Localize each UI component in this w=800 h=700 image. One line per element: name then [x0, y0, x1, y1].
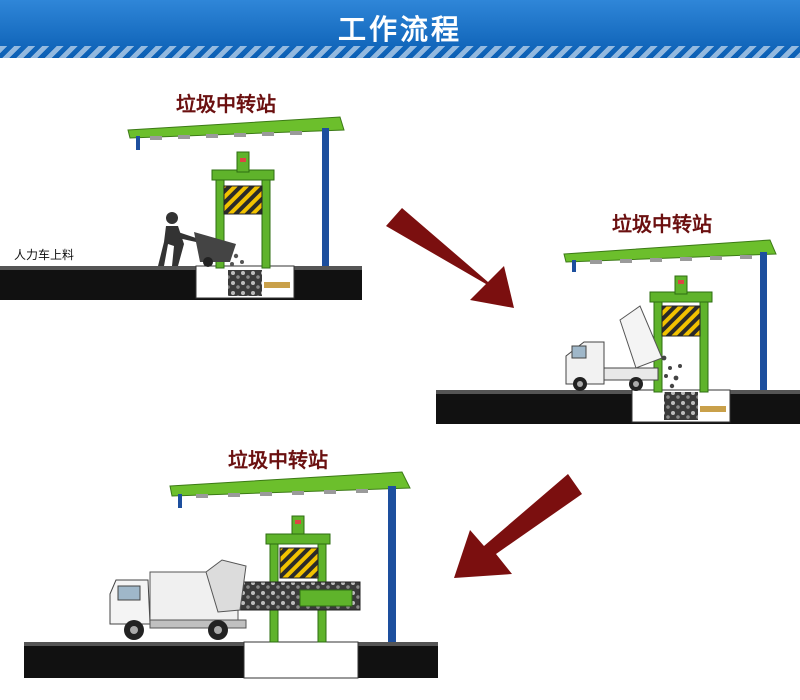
press-head-3	[279, 547, 319, 579]
light-row-2	[590, 255, 752, 264]
falling-trash-2	[661, 355, 682, 389]
roof-post-1	[136, 136, 140, 150]
column-1	[322, 128, 329, 268]
worker-with-cart-icon	[158, 212, 236, 267]
compactor-truck-icon	[109, 559, 247, 640]
cylinder-2	[674, 275, 688, 295]
mini-truck-icon	[565, 305, 663, 391]
station-label-3: 垃圾中转站	[228, 448, 328, 472]
pit-3	[243, 641, 359, 679]
press-head-2	[661, 305, 701, 337]
roof-post-2	[572, 260, 576, 272]
garbage-bin-2	[664, 392, 698, 420]
cylinder-cap-2	[678, 280, 684, 284]
road-1-edge	[0, 266, 362, 270]
frame-right-2	[699, 293, 709, 393]
station-label-1: 垃圾中转站	[176, 92, 276, 116]
road-2	[436, 390, 800, 424]
road-3-edge	[24, 642, 438, 646]
roof-3	[169, 471, 411, 497]
header-banner: 工作流程	[0, 0, 800, 58]
column-2	[760, 252, 767, 392]
road-3	[24, 642, 438, 678]
flow-arrow-icon	[454, 474, 582, 578]
light-row-1	[150, 131, 302, 140]
push-plate	[299, 589, 353, 607]
roof-2	[563, 239, 777, 263]
manual-cart-label: 人力车上料	[14, 248, 75, 262]
station-label-2: 垃圾中转站	[612, 212, 712, 236]
falling-trash-1	[230, 253, 244, 266]
scene-2-mini-truck	[436, 239, 800, 424]
frame-top-3	[265, 533, 331, 545]
cylinder-3	[291, 515, 305, 535]
cylinder-cap-3	[295, 520, 301, 524]
pit-ramp-1	[264, 282, 290, 288]
scene-1-manual-cart	[0, 116, 362, 300]
frame-right-1	[261, 171, 271, 269]
page-title: 工作流程	[337, 13, 462, 46]
press-head-1	[223, 185, 263, 215]
roof-post-3	[178, 494, 182, 508]
column-3	[388, 486, 396, 644]
garbage-bin-1	[228, 270, 262, 296]
flow-arrow-icon	[386, 208, 514, 308]
cylinder-cap-1	[240, 158, 246, 162]
light-row-3	[196, 489, 368, 498]
scene-3-compactor-truck	[24, 471, 438, 679]
banner-stripes	[0, 46, 800, 58]
road-2-edge	[436, 390, 800, 394]
pit-ramp-2	[700, 406, 726, 412]
road-1	[0, 266, 362, 300]
roof-1	[127, 116, 345, 139]
